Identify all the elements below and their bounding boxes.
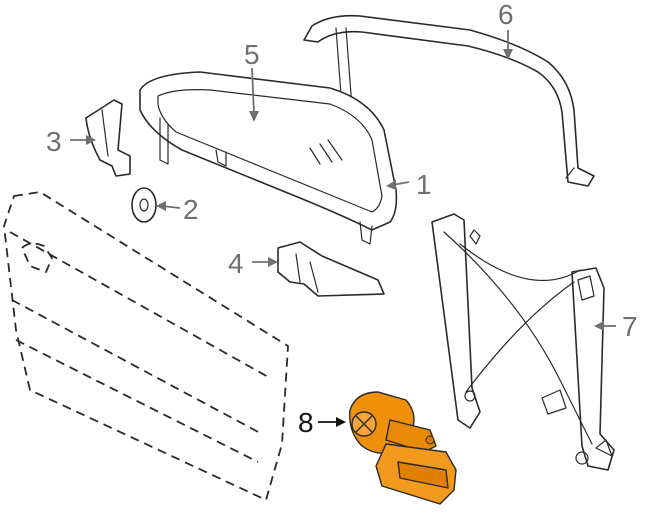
leader-lines — [70, 30, 616, 427]
callout-3: 3 — [46, 126, 62, 157]
callout-7: 7 — [622, 311, 638, 342]
part-3-mirror-bracket[interactable] — [85, 99, 131, 177]
part-4-trim-cover[interactable] — [277, 241, 385, 297]
callout-labels: 1 2 3 4 5 6 7 8 — [46, 0, 638, 438]
callout-6: 6 — [498, 0, 514, 30]
part-7-window-regulator[interactable] — [431, 213, 615, 471]
part-5-window-glass[interactable] — [139, 71, 398, 245]
callout-1: 1 — [416, 169, 432, 200]
callout-2: 2 — [183, 194, 199, 225]
callout-8: 8 — [298, 407, 314, 438]
part-2-grommet[interactable] — [131, 187, 157, 223]
callout-4: 4 — [228, 248, 244, 279]
callout-5: 5 — [244, 39, 260, 70]
door-panel-outline — [3, 191, 289, 501]
part-8-window-motor[interactable] — [349, 391, 457, 505]
